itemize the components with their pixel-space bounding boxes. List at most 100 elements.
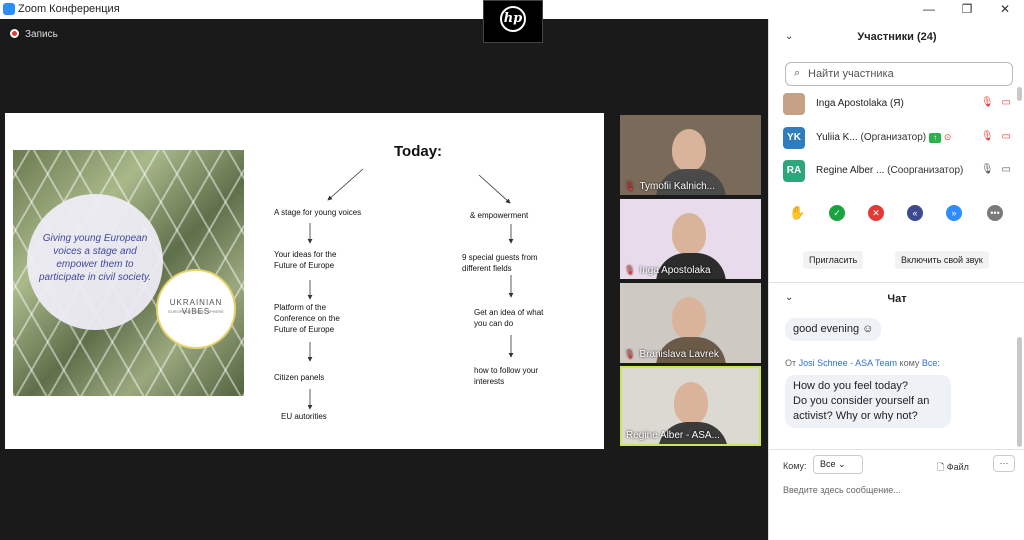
avatar: RA (783, 160, 805, 182)
mic-muted-icon: 🎙 (624, 349, 636, 359)
chat-line: How do you feel today? (793, 380, 908, 392)
slide-left-item-1: A stage for young voices (274, 208, 362, 217)
video-off-icon[interactable]: ▭ (1001, 97, 1011, 108)
video-tile-name: 🎙Branislava Lavrek (624, 349, 719, 360)
participant-face (674, 382, 708, 424)
video-tile[interactable]: Regine Alber - ASA... (620, 366, 761, 446)
file-button[interactable]: 🗋 Файл (937, 460, 969, 476)
participant-icons: 🎙▭ (981, 164, 1011, 175)
raise-hand-icon[interactable]: ✋ (789, 205, 806, 221)
avatar: YK (783, 127, 805, 149)
go-faster-icon[interactable]: » (946, 205, 962, 221)
hp-overlay: hp (483, 0, 543, 43)
slide-arrows (307, 168, 514, 410)
go-slower-icon[interactable]: « (907, 205, 923, 221)
participant-row[interactable]: YK Yuliia K... (Организатор)↑ ⊙ 🎙 ▭ (783, 127, 1013, 149)
video-off-icon[interactable]: ▭ (1001, 131, 1011, 142)
participant-row[interactable]: Inga Apostolaka (Я) 🎙▭ (783, 93, 1013, 115)
chat-message-input[interactable] (783, 482, 1013, 498)
participant-search[interactable]: ⌕ (785, 62, 1013, 86)
participant-name: Inga Apostolaka (Я) (816, 98, 904, 109)
more-icon[interactable]: ••• (987, 205, 1003, 221)
video-tile[interactable]: 🎙Tymofii Kalnich... (620, 115, 761, 195)
from-prefix: От (785, 358, 797, 368)
chat-more-button[interactable]: ··· (993, 455, 1015, 472)
file-icon: 🗋 (937, 462, 945, 472)
video-tile-name: 🎙Inga Apostolaka (624, 265, 711, 276)
recipient-value: Все (820, 459, 836, 469)
slide-right-item-4: how to follow your interests (474, 366, 539, 386)
no-icon[interactable]: ✕ (868, 205, 884, 221)
mic-muted-icon: 🎙 (624, 181, 636, 191)
close-button[interactable]: ✕ (999, 2, 1011, 16)
chat-scrollbar[interactable] (1017, 337, 1022, 447)
chat-header: Чат (887, 293, 907, 305)
video-tile-name: 🎙Tymofii Kalnich... (624, 181, 715, 192)
panel-divider (769, 282, 1024, 283)
participant-name-label: Yuliia K... (816, 132, 858, 143)
slide-right-item-3: Get an idea of what you can do (474, 308, 544, 328)
to-label: Кому: (783, 461, 807, 471)
mic-off-icon[interactable]: 🎙 (980, 97, 994, 108)
mic-muted-icon: 🎙 (624, 265, 636, 275)
restore-button[interactable]: ❐ (961, 2, 973, 16)
video-icon[interactable]: ▭ (1001, 164, 1011, 175)
record-icon (10, 29, 19, 38)
slide-circle (27, 194, 163, 330)
window-title: Zoom Конференция (18, 3, 120, 15)
search-icon: ⌕ (794, 67, 801, 79)
yes-icon[interactable]: ✓ (829, 205, 845, 221)
zoom-app-icon (3, 3, 15, 15)
participant-name: Regine Alber ... (Соорганизатор) (816, 165, 963, 176)
chat-line: activist? Why or why not? (793, 410, 918, 422)
avatar (783, 93, 805, 115)
reactions-bar: ✋ ✓ ✕ « » ••• (769, 205, 1024, 227)
participant-icons: 🎙▭ (981, 97, 1011, 108)
tile-name-label: Tymofii Kalnich... (639, 181, 716, 192)
recording-icon: ⊙ (943, 132, 952, 142)
chat-chevron-down-icon[interactable]: ⌄ (785, 292, 794, 303)
side-panel: ⌄ Участники (24) ⌕ Inga Apostolaka (Я) 🎙… (768, 19, 1024, 540)
tile-name-label: Branislava Lavrek (639, 349, 719, 360)
slide-left-item-3: Platform of the Conference on the Future… (274, 303, 340, 334)
participant-name: Yuliia K... (Организатор)↑ ⊙ (816, 132, 951, 143)
logo-subtitle: EUROPEAN PUBLIC SPHERE (168, 309, 224, 314)
recording-indicator[interactable]: Запись (10, 29, 58, 40)
chat-message-meta: От Josi Schnee - ASA Team кому Все: (785, 358, 940, 368)
share-screen-icon: ↑ (929, 133, 942, 143)
participant-name-label: Regine Alber ... (816, 165, 885, 176)
chevron-down-icon[interactable]: ⌄ (785, 31, 794, 42)
participants-scrollbar[interactable] (1017, 87, 1022, 101)
mic-icon[interactable]: 🎙 (980, 164, 994, 175)
shared-slide: Giving young European voices a stage and… (5, 113, 604, 449)
mic-off-icon[interactable]: 🎙 (980, 131, 994, 142)
chat-message: good evening ☺ (785, 318, 882, 341)
chat-input-divider (769, 449, 1024, 450)
participant-search-input[interactable] (808, 66, 1008, 82)
chevron-down-icon: ⌄ (838, 459, 846, 469)
invite-button[interactable]: Пригласить (803, 251, 864, 269)
video-tile[interactable]: 🎙Branislava Lavrek (620, 283, 761, 363)
slide-right-item-2: 9 special guests from different fields (462, 253, 538, 273)
participant-body (658, 422, 728, 444)
participants-header: Участники (24) (857, 31, 937, 43)
participant-face (672, 129, 706, 171)
slide-image: Giving young European voices a stage and… (13, 150, 244, 396)
video-tile[interactable]: 🎙Inga Apostolaka (620, 199, 761, 279)
chat-message: How do you feel today? Do you consider y… (785, 375, 951, 428)
minimize-button[interactable]: — (923, 2, 935, 16)
slide-left-item-5: EU autorities (281, 412, 327, 421)
unmute-button[interactable]: Включить свой звук (895, 251, 989, 269)
slide-right-item-1: & empowerment (470, 211, 529, 220)
file-label: Файл (946, 462, 969, 472)
chat-recipient[interactable]: Все: (921, 358, 940, 368)
ukrainian-vibes-logo (156, 269, 236, 349)
recipient-select[interactable]: Все ⌄ (813, 455, 863, 474)
slide-left-item-2: Your ideas for the Future of Europe (274, 250, 337, 270)
slide-left-item-4: Citizen panels (274, 373, 325, 382)
video-tile-name: Regine Alber - ASA... (626, 430, 720, 441)
chat-sender[interactable]: Josi Schnee - ASA Team (798, 358, 898, 368)
hp-logo: hp (500, 6, 526, 32)
participant-role: (Организатор) (860, 132, 927, 143)
